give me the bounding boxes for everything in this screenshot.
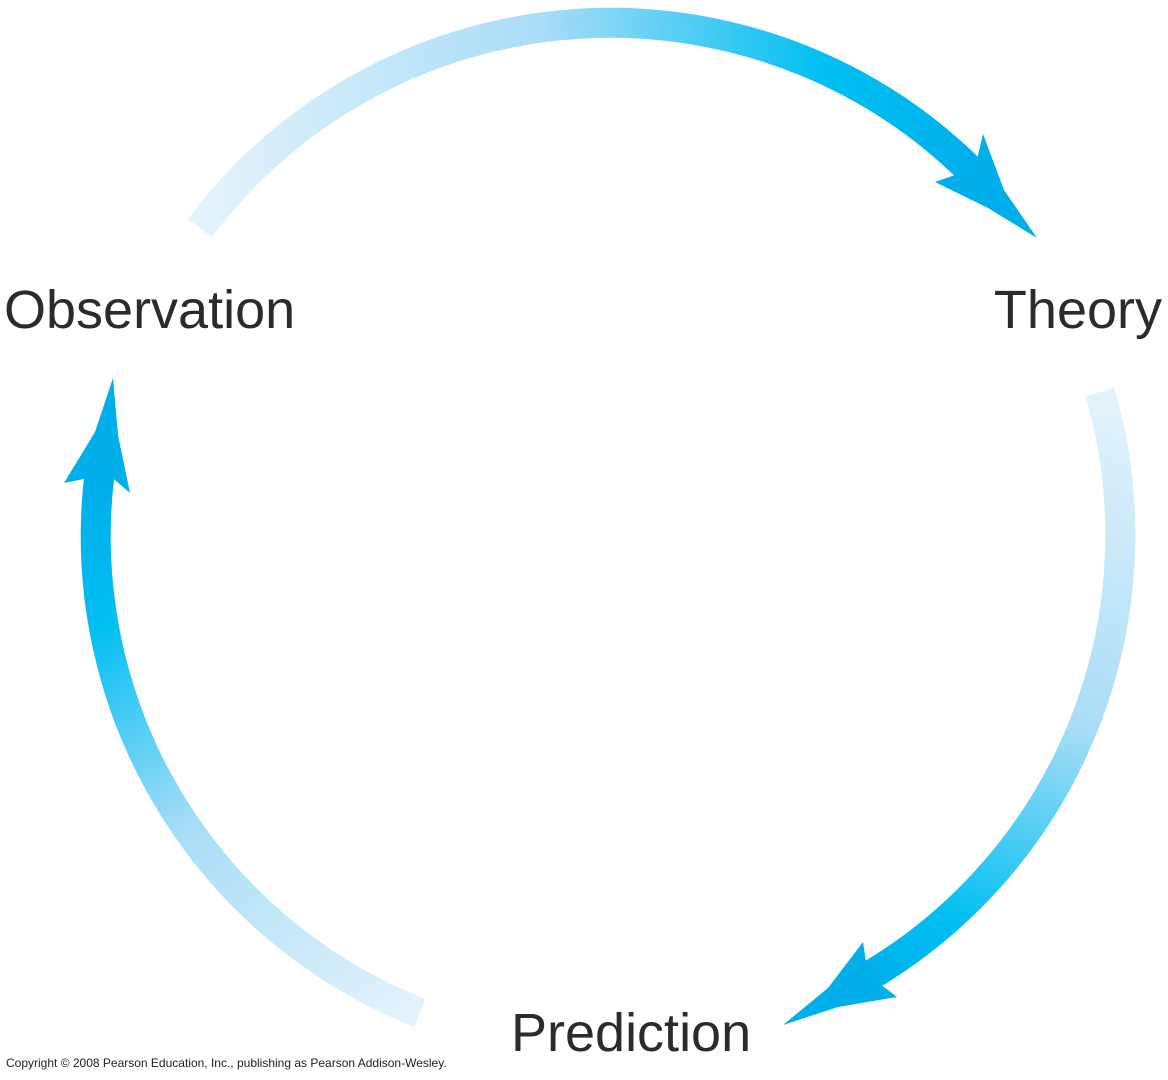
node-prediction: Prediction (511, 1003, 752, 1063)
copyright-notice: Copyright © 2008 Pearson Education, Inc.… (6, 1056, 447, 1070)
arrowhead-icon (64, 378, 130, 493)
arrowhead-icon (935, 134, 1037, 238)
arrow-theory-to-prediction (783, 387, 1136, 1025)
node-observation: Observation (4, 280, 296, 340)
arrow-observation-to-theory (188, 7, 1037, 238)
arrowhead-icon (783, 942, 897, 1025)
node-theory: Theory (993, 280, 1162, 340)
arrow-prediction-to-observation (64, 378, 426, 1027)
